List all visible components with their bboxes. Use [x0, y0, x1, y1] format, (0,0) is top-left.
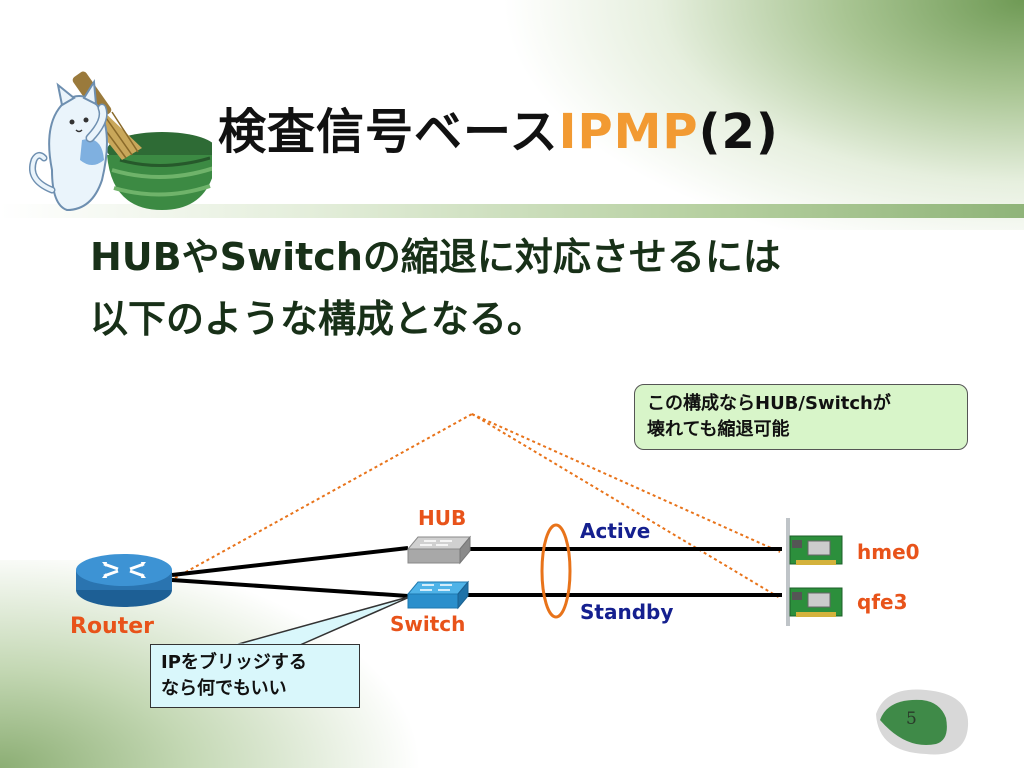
- title-divider: [0, 204, 1024, 218]
- network-card-icon: [786, 518, 843, 626]
- body-line-2: 以下のような構成となる。: [90, 297, 545, 341]
- callout-degradation-note: この構成ならHUB/Switchが 壊れても縮退可能: [634, 384, 968, 450]
- body-line-1: HUBやSwitchの縮退に対応させるには: [90, 235, 781, 279]
- callout-blue-line-1: IPをブリッジする: [161, 652, 307, 673]
- hub-label: HUB: [418, 506, 467, 530]
- link-group-ellipse: [540, 523, 572, 619]
- callout-green-line-2: 壊れても縮退可能: [647, 419, 790, 440]
- dotted-line-router-apex: [174, 413, 473, 579]
- link-router-switch: [171, 578, 409, 598]
- title-accent: IPMP: [558, 104, 699, 160]
- callout-bridge-note: IPをブリッジする なら何でもいい: [150, 644, 360, 708]
- callout-pointer: [234, 595, 413, 646]
- router-icon: [76, 554, 172, 607]
- dotted-line-apex-hme0: [471, 413, 781, 553]
- active-label: Active: [580, 519, 651, 543]
- hub-icon: [406, 535, 472, 565]
- callout-blue-line-2: なら何でもいい: [161, 678, 287, 699]
- page-number-badge: [876, 689, 969, 755]
- title-suffix: (2): [698, 104, 779, 160]
- page-title: 検査信号ベースIPMP(2): [218, 92, 779, 162]
- page-number: 5: [906, 709, 917, 729]
- callout-green-line-1: この構成ならHUB/Switchが: [647, 393, 891, 414]
- body-text: HUBやSwitchの縮退に対応させるには 以下のような構成となる。: [90, 226, 781, 350]
- hme0-label: hme0: [857, 540, 920, 564]
- cat-mascot-icon: [29, 71, 212, 212]
- link-router-hub: [171, 546, 409, 577]
- standby-label: Standby: [580, 600, 674, 624]
- router-label: Router: [70, 614, 155, 639]
- switch-icon: [406, 580, 470, 610]
- qfe3-label: qfe3: [857, 590, 908, 614]
- switch-label: Switch: [390, 612, 466, 636]
- title-prefix: 検査信号ベース: [218, 104, 559, 160]
